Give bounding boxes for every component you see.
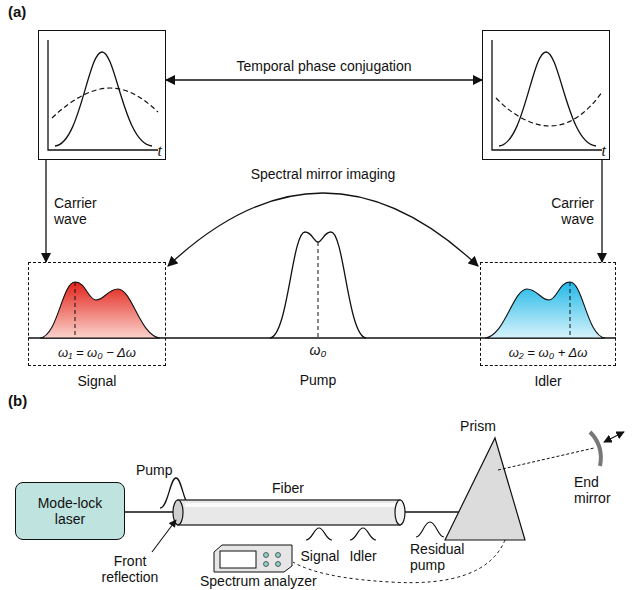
idler-spectrum [485, 282, 605, 338]
pump-pulse [416, 522, 444, 537]
center-line [75, 282, 76, 338]
center-line [318, 242, 319, 338]
fiber [173, 500, 405, 525]
center-line [570, 282, 571, 338]
text-label: Residual pump [410, 541, 472, 573]
edge-label: Carrier wave [54, 195, 110, 227]
prism [445, 438, 525, 540]
signal-spectrum [40, 282, 160, 338]
text-label: (a) [8, 4, 26, 20]
text-label: Front reflection [92, 553, 168, 585]
pump-spectrum [270, 232, 366, 338]
signal-pulse [306, 528, 332, 540]
frequency-label: ω₂ = ω₀ + Δω [481, 345, 615, 361]
text-label: Signal [301, 548, 340, 564]
axis-label: t [602, 143, 606, 159]
pulse-plot-frame: t [482, 30, 610, 160]
text-label: Idler [349, 548, 376, 564]
beam [498, 448, 594, 470]
text-label: Spectrum analyzer [200, 573, 317, 589]
cable [293, 540, 505, 583]
connector [166, 79, 482, 80]
spectrum-frame: ω₂ = ω₀ + ΔωIdler [480, 262, 616, 366]
axis-label: t [158, 143, 162, 159]
pulse-plot-frame: t [38, 30, 166, 160]
spectrum-frame: ω₁ = ω₀ − ΔωSignal [28, 262, 166, 366]
leader-line [152, 520, 176, 552]
text-label: Pump [300, 372, 337, 388]
pulse-plot [492, 40, 602, 150]
text-label: ω₀ [310, 342, 327, 358]
connector [168, 193, 478, 266]
pulse-plot [48, 40, 158, 150]
text-label: (b) [8, 393, 27, 409]
laser-box: Mode-lock laser [15, 482, 125, 540]
edge-label: Temporal phase conjugation [236, 58, 411, 74]
spectrum-title: Signal [29, 373, 165, 389]
edge-label: Spectral mirror imaging [251, 166, 396, 182]
idler-pulse [350, 528, 376, 540]
frequency-label: ω₁ = ω₀ − Δω [29, 345, 165, 361]
spectrum-analyzer [214, 545, 292, 572]
beam [125, 511, 176, 512]
text-label: Pump [136, 462, 173, 478]
spectrum-title: Idler [481, 373, 615, 389]
connector [45, 160, 46, 262]
text-label: Fiber [272, 480, 304, 496]
connector [601, 160, 602, 262]
text-label: Prism [460, 418, 496, 434]
end-mirror [590, 432, 601, 466]
translation-arrow [604, 432, 624, 442]
text-label: End mirror [574, 474, 632, 506]
device-label: Mode-lock laser [16, 495, 124, 527]
edge-label: Carrier wave [538, 195, 594, 227]
